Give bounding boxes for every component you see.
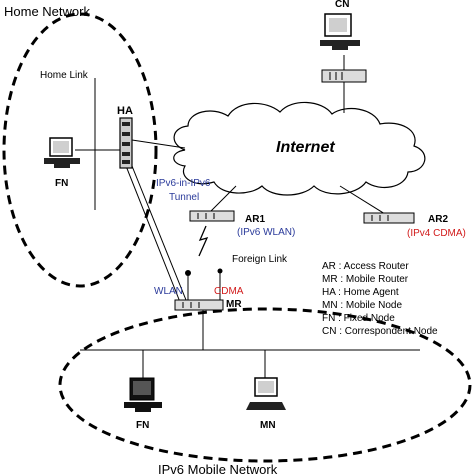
fn-mobile-computer-icon <box>124 377 162 412</box>
home-link-label: Home Link <box>40 70 89 81</box>
ar1-sublabel: (IPv6 WLAN) <box>237 227 295 238</box>
tunnel-line-b <box>131 165 187 301</box>
internet-label: Internet <box>276 139 335 156</box>
fn-mobile-label: FN <box>136 420 149 431</box>
fn-home-label: FN <box>55 178 68 189</box>
legend-item: AR : Access Router <box>322 261 409 272</box>
mobile-network-boundary <box>58 307 472 463</box>
wireless-link-icon <box>198 225 209 257</box>
tunnel-label-line2: Tunnel <box>169 192 199 203</box>
foreign-link-label: Foreign Link <box>232 254 288 265</box>
wlan-antenna-icon <box>185 270 191 276</box>
cn-label: CN <box>335 0 349 10</box>
ar1-label: AR1 <box>245 214 265 225</box>
cn-router-icon <box>321 69 367 83</box>
mr-router-icon <box>174 299 224 311</box>
internet-cloud <box>173 101 426 196</box>
mn-laptop-icon <box>246 377 286 410</box>
mobile-network-label: IPv6 Mobile Network <box>158 462 278 474</box>
mn-label: MN <box>260 420 276 431</box>
ar2-router-icon <box>363 212 415 224</box>
mr-label: MR <box>226 299 242 310</box>
legend-item: MR : Mobile Router <box>322 274 409 285</box>
ar2-sublabel: (IPv4 CDMA) <box>407 228 466 239</box>
cdma-label: CDMA <box>214 286 244 297</box>
legend-item: CN : Correspondent Node <box>322 326 438 337</box>
tunnel-line-a <box>125 165 181 303</box>
fn-home-computer-icon <box>44 137 80 168</box>
ha-router-icon <box>119 117 133 169</box>
ar1-internet-connection <box>209 185 237 213</box>
ar2-internet-connection <box>339 185 386 215</box>
legend-item: MN : Mobile Node <box>322 300 402 311</box>
legend-item: HA : Home Agent <box>322 287 399 298</box>
cn-computer-icon <box>320 13 360 50</box>
legend-item: FN : Fixed Node <box>322 313 395 324</box>
ar1-router-icon <box>189 210 235 222</box>
wlan-label: WLAN <box>154 286 183 297</box>
cdma-antenna-icon <box>217 268 223 274</box>
ar2-label: AR2 <box>428 214 448 225</box>
ha-label: HA <box>117 105 133 117</box>
tunnel-label-line1: IPv6-in-IPv6 <box>156 178 211 189</box>
legend: AR : Access Router MR : Mobile Router HA… <box>322 261 438 337</box>
home-network-label: Home Network <box>4 4 90 19</box>
ha-internet-connection <box>131 139 186 149</box>
home-network-boundary <box>2 12 158 288</box>
